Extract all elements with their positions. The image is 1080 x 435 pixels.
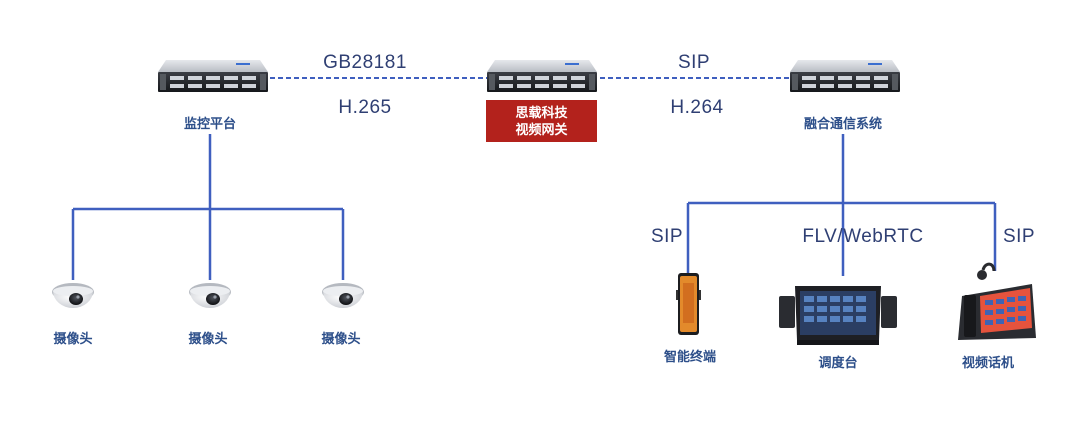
camera-2-label: 摄像头: [188, 331, 228, 346]
terminal-tree-lines: [686, 134, 997, 276]
camera-3-label: 摄像头: [321, 331, 361, 346]
camera-1-label: 摄像头: [53, 331, 93, 346]
gateway-label-line1: 思载科技: [515, 105, 568, 120]
gateway-label-box: 思载科技 视频网关: [486, 100, 597, 142]
camera-2-icon: [189, 283, 231, 308]
dispatch-console-icon: [779, 286, 897, 345]
camera-tree-lines: [71, 134, 345, 280]
camera-1-icon: [52, 283, 94, 308]
monitoring-platform-server-icon: [158, 60, 268, 92]
protocol-label-sip-right: SIP: [1002, 226, 1036, 247]
protocol-label-sip-left: SIP: [650, 226, 684, 247]
protocol-label-sip-top: SIP: [677, 52, 711, 73]
converged-system-label: 融合通信系统: [803, 116, 883, 131]
camera-3-icon: [322, 283, 364, 308]
converged-system-server-icon: [790, 60, 900, 92]
gateway-label-line2: 视频网关: [515, 122, 568, 137]
dispatch-console-label: 调度台: [818, 355, 858, 370]
protocol-label-flv-webrtc: FLV/WebRTC: [802, 226, 924, 247]
monitoring-platform-label: 监控平台: [183, 116, 237, 131]
protocol-label-h265: H.265: [338, 97, 392, 118]
smart-terminal-icon: [676, 273, 701, 335]
protocol-label-h264: H.264: [670, 97, 724, 118]
gateway-server-icon: [487, 60, 597, 92]
video-phone-icon: [958, 262, 1036, 340]
protocol-label-gb28181: GB28181: [323, 52, 407, 73]
video-phone-label: 视频话机: [961, 355, 1015, 370]
smart-terminal-label: 智能终端: [663, 349, 717, 364]
